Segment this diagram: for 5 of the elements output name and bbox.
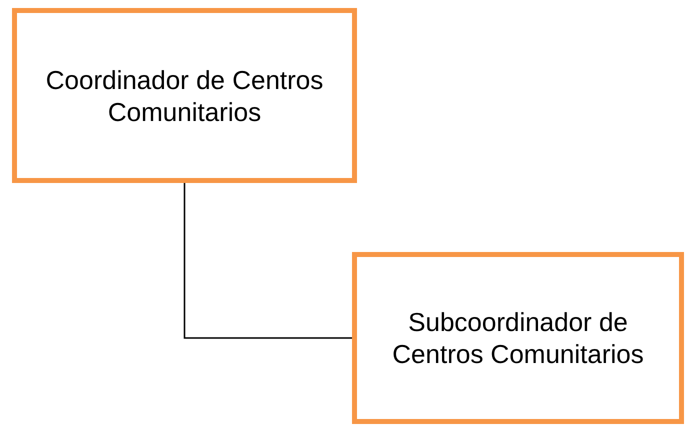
box-label: Coordinador de Centros Comunitarios [44, 64, 324, 128]
org-box [352, 252, 684, 424]
box-label: Subcoordinador de Centros Comunitarios [391, 306, 645, 370]
org-box [12, 8, 357, 183]
connector-line [184, 183, 352, 339]
